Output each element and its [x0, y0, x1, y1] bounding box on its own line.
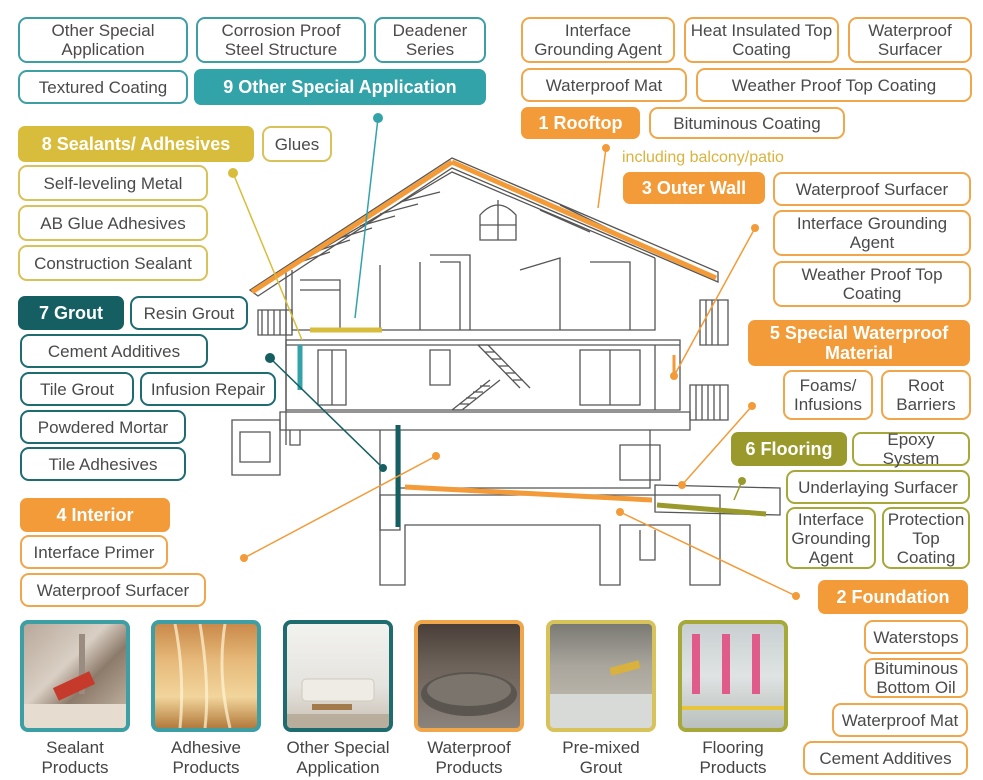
upper-floor	[291, 254, 656, 331]
item-bituminous-coating: Bituminous Coating	[649, 107, 845, 139]
item-foams-infusions: Foams/ Infusions	[783, 370, 873, 420]
roof-inner	[289, 171, 656, 269]
item-resin-grout: Resin Grout	[130, 296, 248, 330]
item-corrosion-proof-steel: Corrosion Proof Steel Structure	[196, 17, 366, 63]
rooftop-highlight-right	[450, 159, 718, 281]
middle-balcony-right	[689, 384, 729, 421]
header-sealants-adhesives: 8 Sealants/ Adhesives	[18, 126, 254, 162]
item-deadener-series: Deadener Series	[374, 17, 486, 63]
item-waterproof-mat-roof: Waterproof Mat	[521, 68, 687, 102]
rooftop-highlight	[250, 159, 454, 295]
caption-sealant-products: Sealant Products	[41, 738, 109, 777]
header-foundation: 2 Foundation	[818, 580, 968, 614]
item-construction-sealant: Construction Sealant	[18, 245, 208, 281]
item-waterproof-surfacer-interior: Waterproof Surfacer	[20, 573, 206, 607]
other-special-application-image	[283, 620, 393, 732]
item-waterproof-surfacer-roof: Waterproof Surfacer	[848, 17, 972, 63]
foundation-highlight	[404, 484, 653, 503]
item-powdered-mortar: Powdered Mortar	[20, 410, 186, 444]
header-outer-wall: 3 Outer Wall	[623, 172, 765, 204]
upper-balcony-right	[699, 299, 729, 346]
connector-other-special	[354, 117, 379, 319]
caption-adhesive-products: Adhesive Products	[171, 738, 241, 777]
item-self-leveling-metal: Self-leveling Metal	[18, 165, 208, 201]
item-heat-insulated-top-coating: Heat Insulated Top Coating	[684, 17, 839, 63]
pre-mixed-grout-image	[546, 620, 656, 732]
item-waterstops: Waterstops	[864, 620, 968, 654]
item-protection-top-coating: Protection Top Coating	[882, 507, 970, 569]
item-interface-grounding-agent-roof: Interface Grounding Agent	[521, 17, 675, 63]
upper-balcony-left	[257, 309, 293, 336]
item-interface-grounding-agent-floor: Interface Grounding Agent	[786, 507, 876, 569]
item-root-barriers: Root Barriers	[881, 370, 971, 420]
flooring-products-image	[678, 620, 788, 732]
connector-special-waterproof	[681, 405, 753, 486]
rafters	[299, 191, 616, 263]
caption-pre-mixed-grout: Pre-mixed Grout	[562, 738, 640, 777]
item-tile-adhesives: Tile Adhesives	[20, 447, 186, 481]
item-interface-primer: Interface Primer	[20, 535, 168, 569]
connector-outer-wall	[673, 227, 756, 377]
gable-window	[479, 200, 517, 241]
item-weather-proof-top-coating-roof: Weather Proof Top Coating	[696, 68, 972, 102]
caption-other-special-application: Other Special Application	[286, 738, 390, 777]
item-glues: Glues	[262, 126, 332, 162]
connector-foundation	[619, 511, 797, 597]
item-bituminous-bottom-oil: Bituminous Bottom Oil	[864, 658, 968, 698]
header-flooring: 6 Flooring	[731, 432, 847, 466]
adhesive-products-image	[151, 620, 261, 732]
connector-sealants	[232, 172, 303, 341]
header-other-special-application: 9 Other Special Application	[194, 69, 486, 105]
item-weather-proof-top-coating-wall: Weather Proof Top Coating	[773, 261, 971, 307]
item-waterproof-surfacer-wall: Waterproof Surfacer	[773, 172, 971, 206]
basement	[231, 419, 721, 586]
item-interface-grounding-agent-wall: Interface Grounding Agent	[773, 210, 971, 256]
header-interior: 4 Interior	[20, 498, 170, 532]
connector-interior	[243, 455, 437, 559]
item-ab-glue-adhesives: AB Glue Adhesives	[18, 205, 208, 241]
connector-rooftop	[597, 147, 607, 209]
item-cement-additives-foundation: Cement Additives	[803, 741, 968, 775]
caption-waterproof-products: Waterproof Products	[427, 738, 511, 777]
item-waterproof-mat-foundation: Waterproof Mat	[832, 703, 968, 737]
patio	[639, 484, 781, 561]
staircase	[451, 344, 531, 411]
item-cement-additives-grout: Cement Additives	[20, 334, 208, 368]
waterproof-products-image	[414, 620, 524, 732]
ground-floor	[279, 411, 691, 531]
item-textured-coating: Textured Coating	[18, 70, 188, 104]
connector-grout	[269, 357, 384, 469]
flooring-highlight	[656, 502, 767, 517]
item-infusion-repair: Infusion Repair	[140, 372, 276, 406]
roof-outline	[248, 157, 719, 297]
header-rooftop: 1 Rooftop	[521, 107, 640, 139]
item-epoxy-system: Epoxy System	[852, 430, 970, 468]
caption-flooring-products: Flooring Products	[699, 738, 767, 777]
header-special-waterproof-material: 5 Special Waterproof Material	[748, 320, 970, 366]
item-other-special-application: Other Special Application	[18, 17, 188, 63]
item-tile-grout: Tile Grout	[20, 372, 134, 406]
sealant-products-image	[20, 620, 130, 732]
item-underlaying-surfacer: Underlaying Surfacer	[786, 470, 970, 504]
outer-wall-note: including balcony/patio	[622, 149, 784, 166]
header-grout: 7 Grout	[18, 296, 124, 330]
